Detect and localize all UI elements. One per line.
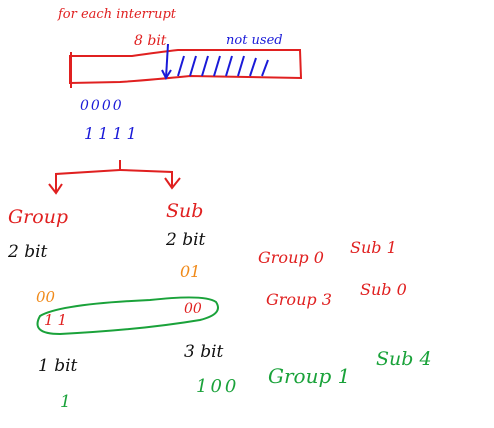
bottom-sub-value: 100 xyxy=(196,376,240,397)
example-sub-1: Sub 1 xyxy=(350,238,397,257)
title-text: for each interrupt xyxy=(58,7,177,22)
example-group-0: Group 0 xyxy=(258,248,324,267)
bottom-sub-bits: 3 bit xyxy=(184,342,224,362)
branch-arrows xyxy=(48,160,181,195)
divider-arrow xyxy=(161,69,172,81)
group-bits-label: 2 bit xyxy=(8,242,48,262)
divider-line xyxy=(165,43,169,79)
sub-value: 01 xyxy=(180,262,201,281)
green-register-outline xyxy=(36,296,219,336)
register2-right-bits: 00 xyxy=(184,301,202,317)
bits-zero-row: 0000 xyxy=(80,98,124,114)
width-label: 8 bit xyxy=(134,33,167,49)
unused-label: not used xyxy=(226,33,283,48)
bottom-example-group: Group 1 xyxy=(268,364,351,388)
group-value: 00 xyxy=(36,288,56,306)
register2-left-bits: 11 xyxy=(44,311,72,329)
sub-label: Sub xyxy=(166,200,204,222)
unused-hatching xyxy=(177,55,269,77)
bottom-group-bits: 1 bit xyxy=(38,356,78,376)
example-sub-0: Sub 0 xyxy=(360,280,407,299)
bottom-group-value: 1 xyxy=(60,392,71,412)
register-8bit xyxy=(69,49,303,85)
bottom-example-sub: Sub 4 xyxy=(376,348,432,370)
sub-bits-label: 2 bit xyxy=(166,230,206,250)
example-group-3: Group 3 xyxy=(266,290,332,309)
bits-one-row: 1111 xyxy=(84,124,141,143)
group-label: Group xyxy=(8,206,69,228)
